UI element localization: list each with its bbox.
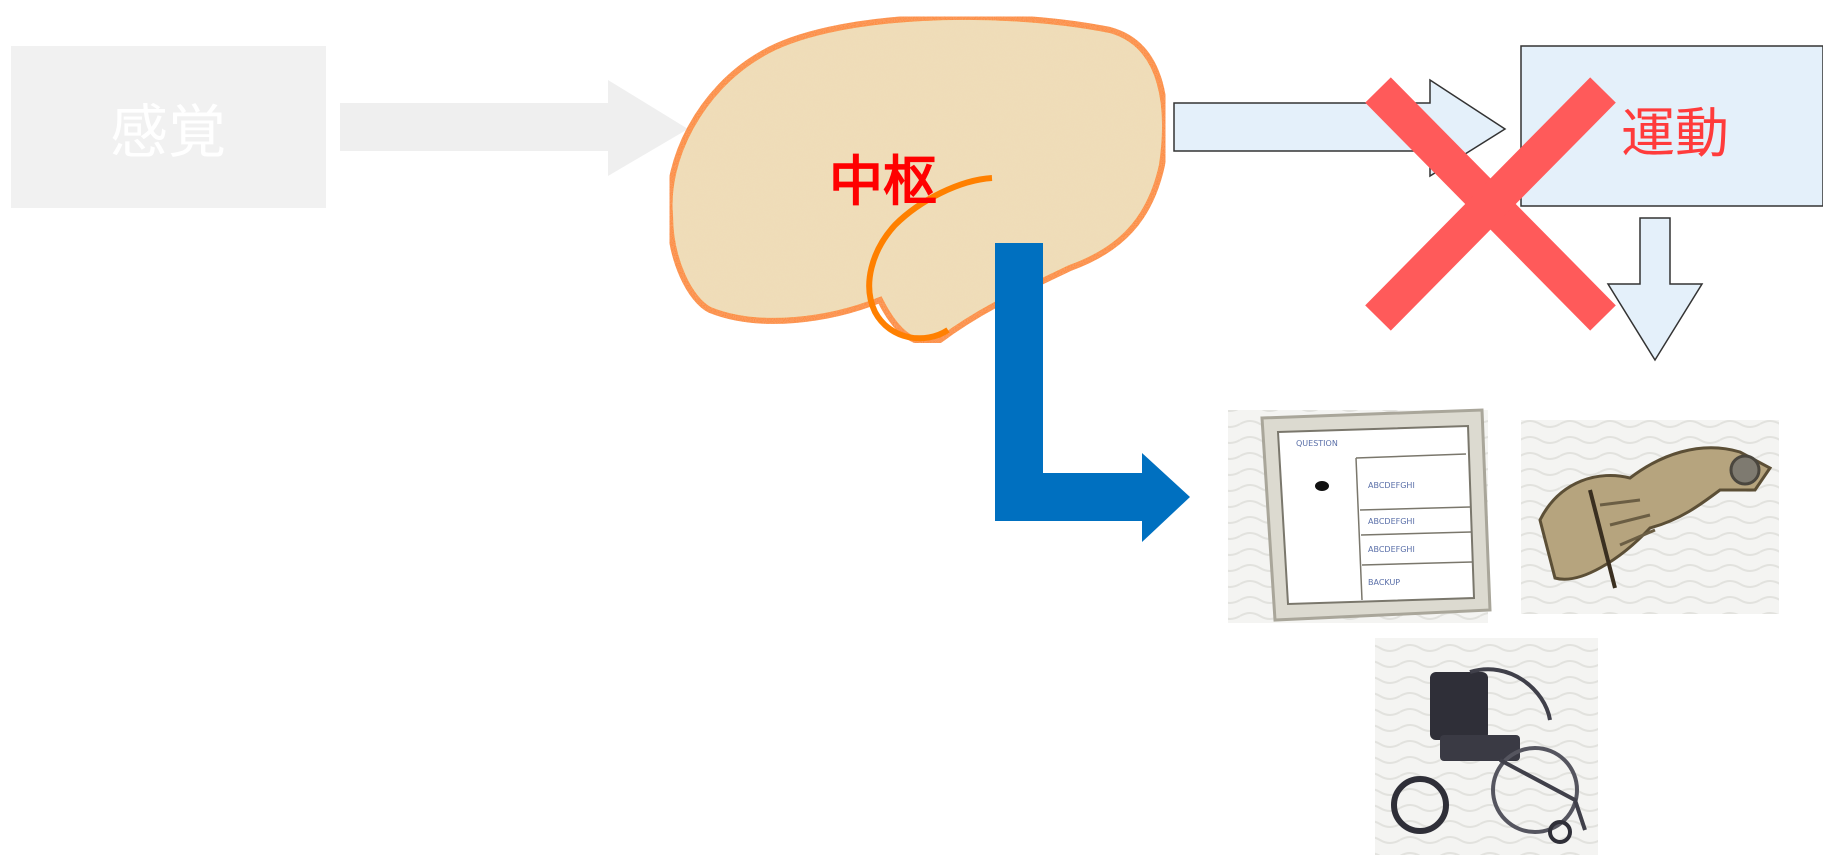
bypass-arrow (995, 243, 1190, 542)
blocked-cross-icon (1365, 77, 1616, 331)
sensory-label: 感覚 (110, 98, 226, 166)
brain-lobe-outline (866, 175, 993, 342)
computer-menu-item: BACKUP (1368, 578, 1400, 587)
sensory-box (11, 46, 326, 208)
motor-label: 運動 (1621, 102, 1729, 165)
cursor-dot (1315, 481, 1329, 491)
computer-menu-item: ABCDEFGHI (1368, 517, 1415, 526)
computer-menu-item: ABCDEFGHI (1368, 481, 1415, 490)
center-to-motor-arrow (1173, 78, 1507, 178)
motor-node: 運動 (1520, 45, 1823, 207)
computer-title-text: QUESTION (1296, 439, 1338, 448)
wheelchair-device (1375, 638, 1598, 855)
center-label: 中枢 (829, 150, 937, 213)
center-node: 中枢 (666, 13, 1168, 346)
computer-menu-item: ABCDEFGHI (1368, 545, 1415, 554)
sensory-node: 感覚 (11, 46, 326, 208)
sensory-to-center-arrow (340, 80, 688, 176)
motor-down-arrow (1606, 217, 1704, 362)
computer-screen-device: QUESTION ABCDEFGHI ABCDEFGHI ABCDEFGHI B… (1228, 408, 1492, 623)
robotic-hand-device (1521, 420, 1779, 614)
